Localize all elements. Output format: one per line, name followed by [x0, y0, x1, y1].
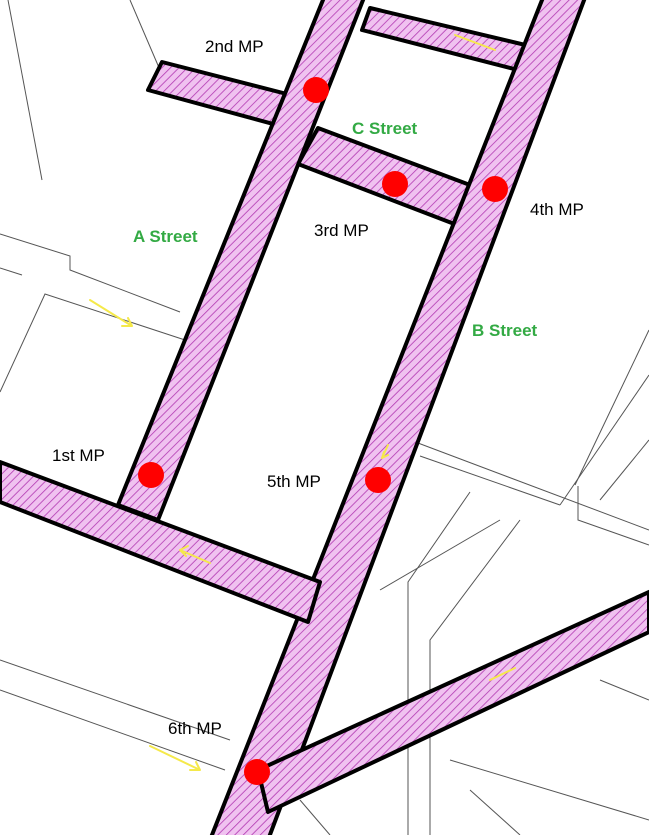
mp-labels: 1st MP 2nd MP 3rd MP 4th MP 5th MP 6th M…: [52, 37, 584, 738]
mp-marker-1[interactable]: [138, 462, 164, 488]
measurement-points: [138, 77, 508, 785]
mp-marker-5[interactable]: [365, 467, 391, 493]
road-southeast-diagonal: [256, 590, 649, 814]
flow-arrow-icon: [179, 545, 211, 564]
mp-marker-2[interactable]: [303, 77, 329, 103]
mp-label-1: 1st MP: [52, 446, 105, 465]
street-label-c: C Street: [352, 119, 418, 138]
flow-arrow-icon: [89, 299, 133, 327]
road-lower-connector: [0, 460, 322, 624]
mp-marker-6[interactable]: [244, 759, 270, 785]
street-label-a: A Street: [133, 227, 198, 246]
flow-arrow-icon: [454, 34, 496, 51]
street-labels: A Street B Street C Street: [133, 119, 538, 340]
mp-label-4: 4th MP: [530, 200, 584, 219]
mp-label-3: 3rd MP: [314, 221, 369, 240]
mp-label-2: 2nd MP: [205, 37, 264, 56]
road-b-street: [209, 0, 587, 835]
flow-arrow-icon: [149, 745, 201, 771]
flow-arrow-icon: [381, 444, 389, 459]
street-label-b: B Street: [472, 321, 538, 340]
mp-label-5: 5th MP: [267, 472, 321, 491]
road-top-connector: [360, 6, 540, 74]
flow-arrow-icon: [489, 667, 516, 681]
flow-arrows: [89, 34, 516, 771]
mp-marker-3[interactable]: [382, 171, 408, 197]
mp-label-6: 6th MP: [168, 719, 222, 738]
mp-marker-4[interactable]: [482, 176, 508, 202]
